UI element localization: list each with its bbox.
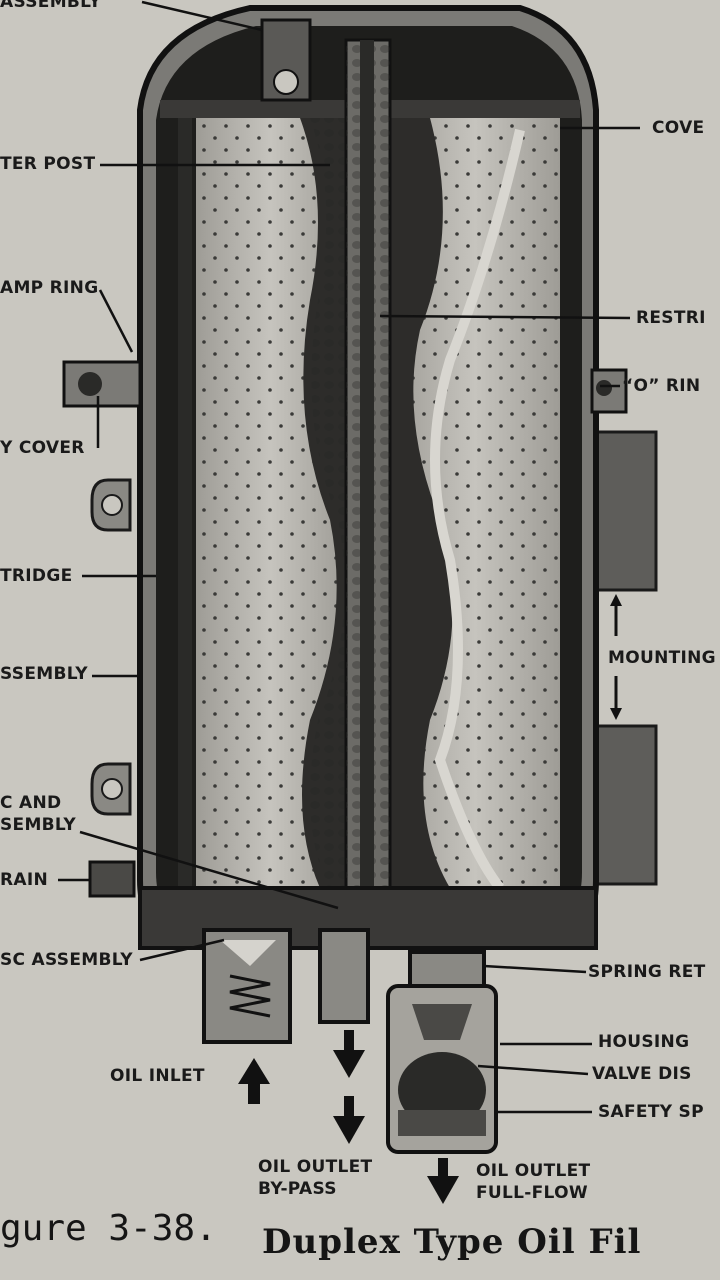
label-oil-inlet: OIL INLET bbox=[110, 1066, 205, 1086]
label-cover: COVE bbox=[652, 118, 705, 138]
label-oil-outlet-bypass: OIL OUTLET BY-PASS bbox=[258, 1157, 373, 1199]
label-restrictor: RESTRI bbox=[636, 308, 706, 328]
flow-arrow-bypass-1 bbox=[333, 1030, 365, 1078]
label-center-post: TER POST bbox=[0, 154, 96, 174]
flow-arrow-inlet bbox=[238, 1058, 270, 1104]
label-body-cover: Y COVER bbox=[0, 438, 85, 458]
label-disc-and-seat-line1: C AND SEMBLY bbox=[0, 793, 77, 835]
oil-inlet-housing bbox=[202, 928, 292, 1044]
bypass-valve-assembly bbox=[260, 18, 312, 102]
flow-arrow-bypass-2 bbox=[333, 1096, 365, 1144]
mounting-arrows bbox=[610, 594, 622, 720]
center-post bbox=[344, 38, 392, 922]
label-mounting: MOUNTING bbox=[608, 648, 716, 668]
full-flow-valve-housing bbox=[386, 950, 498, 1154]
label-housing: HOUSING bbox=[598, 1032, 690, 1052]
label-valve-disc: VALVE DIS bbox=[592, 1064, 692, 1084]
figure-title: Duplex Type Oil Fil bbox=[262, 1222, 642, 1262]
figure-number: gure 3-38. bbox=[0, 1208, 217, 1249]
label-o-ring: “O” RIN bbox=[622, 376, 701, 396]
bypass-outlet-tube bbox=[318, 928, 370, 1024]
label-drain: RAIN bbox=[0, 870, 48, 890]
drain-plug bbox=[88, 860, 136, 898]
clamp-ring bbox=[62, 360, 628, 414]
label-inlet-disc-assembly: SC ASSEMBLY bbox=[0, 950, 133, 970]
left-filter-cartridge bbox=[178, 118, 346, 888]
label-cartridge: TRIDGE bbox=[0, 566, 73, 586]
leader-lines bbox=[58, 0, 640, 1114]
label-safety-spring: SAFETY SP bbox=[598, 1102, 704, 1122]
flow-arrow-fullflow bbox=[427, 1158, 459, 1204]
label-disc-and-seat-assembly: C AND SEMBLY bbox=[0, 792, 76, 836]
right-filter-cartridge bbox=[390, 118, 560, 892]
label-spring-retainer: SPRING RET bbox=[588, 962, 706, 982]
label-clamp-ring: AMP RING bbox=[0, 278, 99, 298]
mounting-ear-upper bbox=[90, 478, 132, 532]
label-bypass-valve-assembly: ASSEMBLY bbox=[0, 0, 102, 12]
label-oil-outlet-fullflow: OIL OUTLET FULL-FLOW bbox=[476, 1161, 591, 1203]
label-body-assembly: SSEMBLY bbox=[0, 664, 88, 684]
mounting-ear-lower bbox=[90, 762, 132, 816]
